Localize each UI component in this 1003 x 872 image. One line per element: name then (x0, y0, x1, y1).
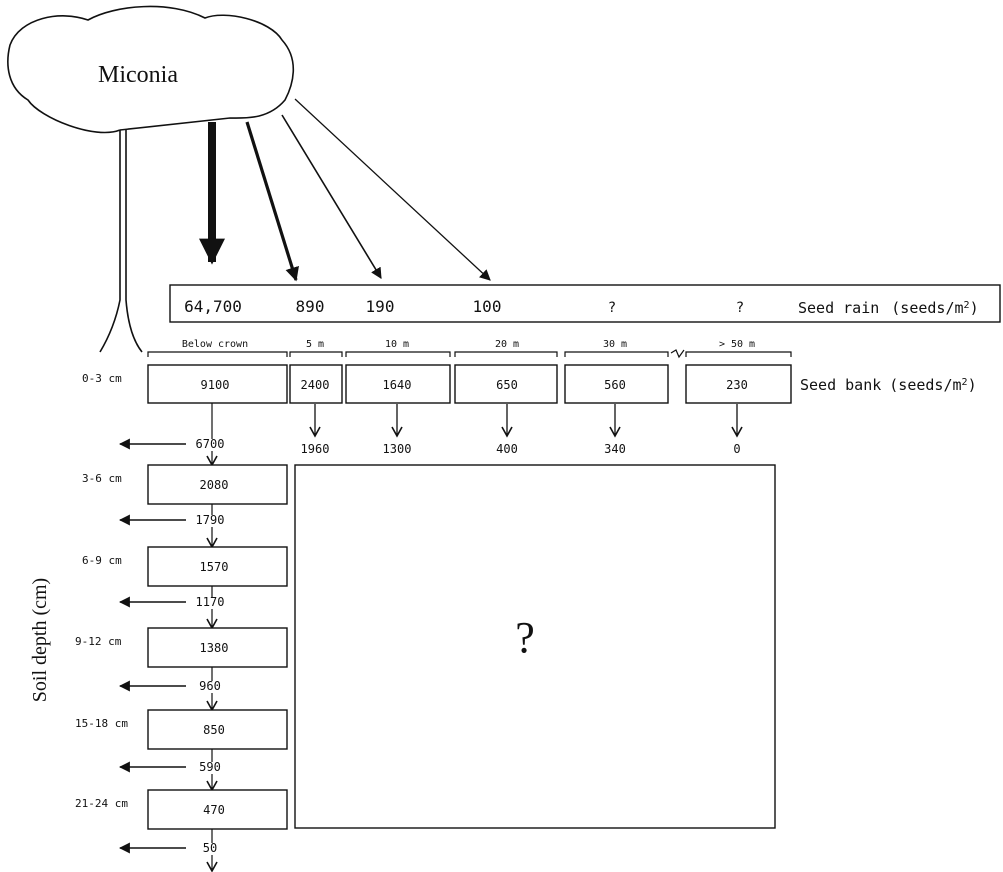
seed-rain-value-0: 64,700 (184, 297, 242, 316)
dispersal-arrows (199, 98, 491, 282)
depth-profile: 0-3 cm 6700 2080 3-6 cm 1790 1570 6-9 cm 1170 13… (75, 372, 288, 872)
seed-bank-value-4: 560 (604, 378, 626, 392)
distance-bracket-30-m: 30 m (564, 339, 669, 357)
seed-rain-value-2: 190 (366, 297, 395, 316)
depth-layer-value: 1570 (200, 560, 229, 574)
tree-crown (7, 5, 295, 134)
depth-flow-value: 6700 (196, 437, 225, 451)
seed-bank-box-2: 1640 (345, 364, 451, 404)
seed-rain-value-1: 890 (296, 297, 325, 316)
seed-bank-below-value-3: 400 (496, 442, 518, 456)
seed-bank-value-5: 230 (726, 378, 748, 392)
tree-trunk-right (125, 130, 143, 353)
unknown-region: ? (294, 464, 776, 829)
arrow-5m (245, 121, 299, 282)
seed-rain-value-3: 100 (473, 297, 502, 316)
depth-layer-9-12-cm: 1380 9-12 cm 960 (75, 627, 288, 712)
arrow-20m (294, 98, 491, 281)
depth-flow-value: 50 (203, 841, 217, 855)
seed-bank-box-1: 2400 (289, 364, 343, 404)
seed-bank-value-0: 9100 (201, 378, 230, 392)
tree-label: Miconia (98, 62, 178, 88)
seed-bank-below-value-2: 1300 (383, 442, 412, 456)
depth-layer-label: 9-12 cm (75, 635, 122, 648)
depth-flow-value: 1790 (196, 513, 225, 527)
depth-layer-6-9-cm: 1570 6-9 cm 1170 (82, 546, 288, 630)
miconia-tree: Miconia (7, 5, 295, 353)
seed-bank-below-value-1: 1960 (301, 442, 330, 456)
seed-rain-value-5: ? (736, 300, 744, 316)
depth-layer-value: 2080 (200, 478, 229, 492)
depth-layer-3-6-cm: 2080 3-6 cm 1790 (82, 464, 288, 549)
seed-bank-surface: 9100 2400 1640 650 560 230 1960 1300 400 340 0 (147, 364, 792, 456)
depth-layer-label: 21-24 cm (75, 797, 128, 810)
seed-bank-box-0: 9100 (147, 364, 288, 404)
depth-layer-label: 3-6 cm (82, 472, 122, 485)
seed-bank-value-2: 1640 (383, 378, 412, 392)
depth-flow-value: 960 (199, 679, 221, 693)
depth-layer-label: 6-9 cm (82, 554, 122, 567)
seed-rain-title: Seed rain(seeds/m2) (798, 299, 979, 317)
distance-label-10-m: 10 m (385, 339, 409, 350)
seed-rain-bar: 64,700 890 190 100?? Seed rain(seeds/m2) (169, 284, 1001, 323)
arrow-10m (281, 114, 382, 279)
seed-bank-title: Seed bank(seeds/m2) (800, 376, 977, 394)
distance-label-20-m: 20 m (495, 339, 519, 350)
distance-label-50-m: > 50 m (719, 339, 755, 350)
seed-rain-value-4: ? (608, 300, 616, 316)
seed-bank-below-value-5: 0 (733, 442, 740, 456)
depth-layer-21-24-cm: 470 21-24 cm 50 (75, 789, 288, 872)
seed-bank-value-1: 2400 (301, 378, 330, 392)
distance-label-below-crown: Below crown (182, 339, 248, 350)
distance-bracket-10-m: 10 m (345, 339, 451, 357)
depth-layer-value: 470 (203, 803, 225, 817)
depth-layer-value: 1380 (200, 641, 229, 655)
axis-break-icon (670, 349, 685, 359)
distance-bracket-50-m: > 50 m (685, 339, 792, 357)
distance-bracket-20-m: 20 m (454, 339, 558, 357)
distance-brackets: Below crown 5 m 10 m 20 m 30 m > 50 m (147, 339, 792, 357)
depth-flow-value: 1170 (196, 595, 225, 609)
seed-bank-box-4: 560 (564, 364, 669, 404)
depth-axis-label: Soil depth (cm) (29, 578, 51, 702)
distance-bracket-below-crown: Below crown (147, 339, 288, 357)
seed-bank-box-3: 650 (454, 364, 558, 404)
seed-bank-box-5: 230 (685, 364, 792, 404)
depth-layer-0-3-cm: 0-3 cm 6700 (82, 372, 225, 467)
depth-layer-label: 15-18 cm (75, 717, 128, 730)
depth-layer-value: 850 (203, 723, 225, 737)
distance-label-5-m: 5 m (306, 339, 324, 350)
unknown-region-label: ? (515, 613, 535, 662)
tree-trunk-left (99, 130, 121, 353)
seed-bank-below-value-4: 340 (604, 442, 626, 456)
depth-flow-value: 590 (199, 760, 221, 774)
distance-label-30-m: 30 m (603, 339, 627, 350)
depth-layer-label: 0-3 cm (82, 372, 122, 385)
depth-layer-15-18-cm: 850 15-18 cm 590 (75, 709, 288, 792)
seed-bank-value-3: 650 (496, 378, 518, 392)
distance-bracket-5-m: 5 m (289, 339, 343, 357)
